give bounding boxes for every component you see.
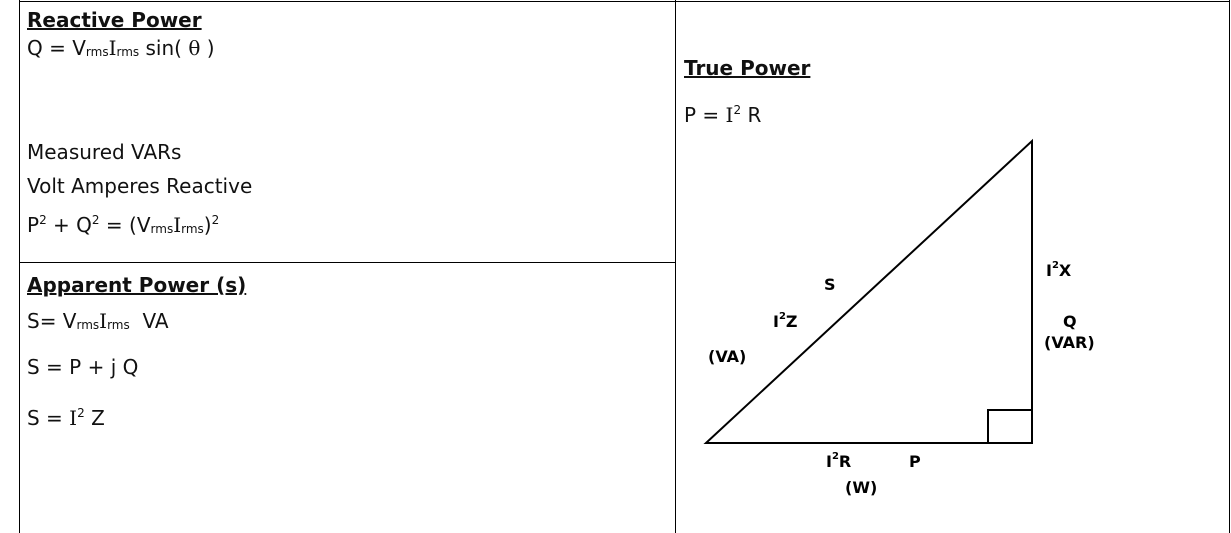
label-w: (W) [845,478,877,497]
top-border [19,1,1230,2]
label-i2r: I2R [826,451,851,471]
column-divider [675,0,676,533]
apparent-power-cell: Apparent Power (s) S= VrmsIrms VA S = P … [27,263,667,533]
apparent-power-title: Apparent Power (s) [27,273,247,297]
power-triangle-diagram: S I2Z (VA) I2X Q (VAR) I2R P (W) [703,138,1095,497]
reactive-power-title: Reactive Power [27,8,202,32]
label-p: P [909,452,921,471]
measured-vars-text: Measured VARs [27,140,182,164]
label-i2x: I2X [1046,260,1072,280]
label-i2z: I2Z [773,311,798,331]
true-power-formula: P = I2 R [684,103,762,127]
reactive-power-formula: Q = VrmsIrms sin( θ ) [27,36,215,60]
power-identity-formula: P2 + Q2 = (VrmsIrms)2 [27,213,220,237]
true-power-title: True Power [684,56,811,80]
label-s: S [824,275,836,294]
apparent-power-formula-1: S= VrmsIrms VA [27,309,169,333]
row-divider [19,262,676,263]
right-border [1229,0,1230,533]
true-power-cell: True Power P = I2 R [684,0,1224,130]
right-angle-marker [987,409,1033,444]
label-q: Q [1063,312,1077,331]
label-va: (VA) [708,347,746,366]
label-var: (VAR) [1044,333,1095,352]
apparent-power-formula-2: S = P + j Q [27,355,139,379]
left-border [19,0,20,533]
power-triangle [703,138,1033,444]
apparent-power-formula-3: S = I2 Z [27,406,105,430]
volt-amperes-reactive-text: Volt Amperes Reactive [27,174,253,198]
reactive-power-cell: Reactive Power Q = VrmsIrms sin( θ ) Mea… [27,0,667,262]
